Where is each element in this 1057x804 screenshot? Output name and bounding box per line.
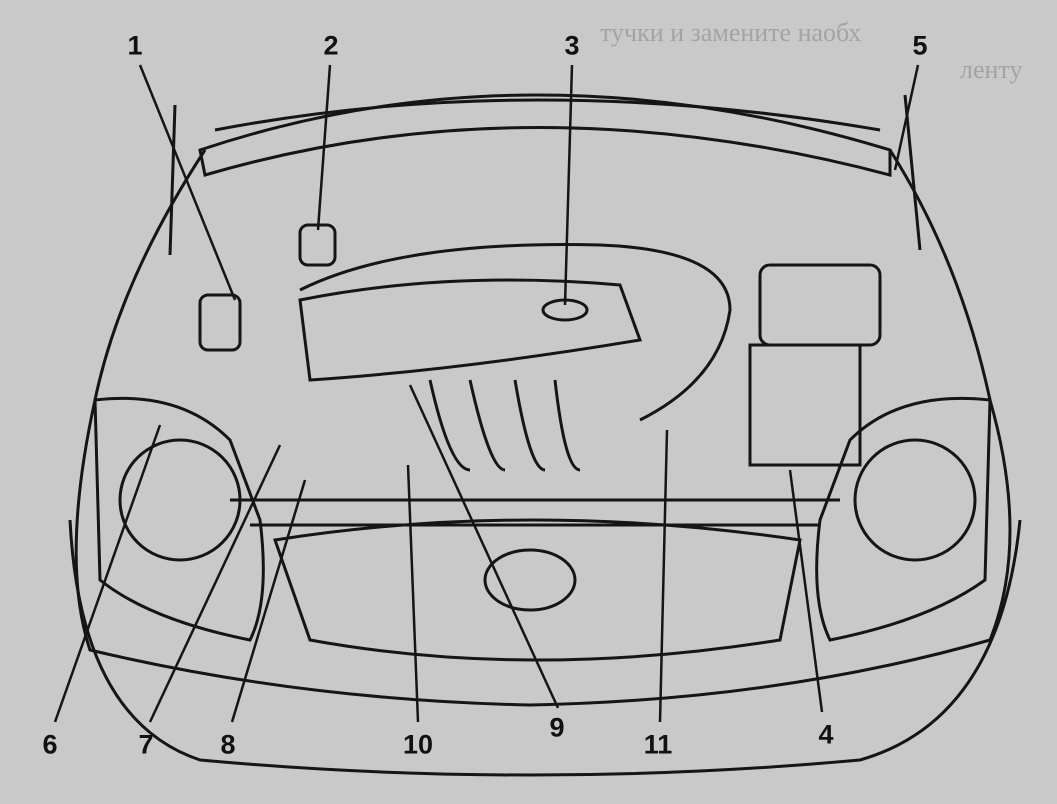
leader-10: [406, 464, 420, 723]
emblem: [483, 548, 577, 612]
air-filter: [758, 263, 882, 347]
leader-1: [138, 64, 237, 301]
headlight-right: [815, 396, 992, 642]
hood-edge: [214, 98, 881, 132]
leader-7: [148, 444, 282, 723]
callout-5: 5: [912, 30, 928, 61]
leader-11: [658, 429, 669, 723]
hood-strut-right: [903, 94, 922, 251]
callout-2: 2: [323, 30, 339, 61]
callout-6: 6: [42, 729, 58, 760]
grille: [272, 518, 802, 662]
callout-10: 10: [402, 729, 434, 760]
leader-2: [316, 64, 332, 231]
callout-3: 3: [564, 30, 580, 61]
headlight-right-lamp: [853, 438, 977, 562]
leader-4: [788, 469, 824, 713]
hose: [299, 243, 732, 422]
bleed-text: тучки и замените наобх: [600, 18, 862, 47]
leader-5: [893, 64, 920, 171]
leader-lines: [53, 64, 920, 723]
headlight-left-lamp: [118, 438, 242, 562]
callout-7: 7: [138, 729, 154, 760]
bumper: [68, 519, 1022, 777]
headlight-left: [93, 396, 265, 642]
engine-cover: [298, 278, 643, 382]
callout-8: 8: [220, 729, 236, 760]
leader-8: [230, 479, 307, 723]
callout-11: 11: [643, 729, 673, 760]
hood-outline: [198, 93, 892, 177]
radiator-support: [230, 498, 840, 527]
callout-4: 4: [818, 719, 834, 750]
washer-reservoir: [298, 223, 337, 267]
leader-9: [408, 384, 560, 709]
leader-3: [563, 64, 574, 306]
leader-6: [53, 424, 162, 723]
callout-9: 9: [549, 712, 565, 743]
bleed-text: ленту: [960, 55, 1023, 84]
body-outline: [74, 149, 1012, 707]
callout-1: 1: [127, 30, 143, 61]
intake-runners: [428, 379, 581, 472]
battery: [748, 343, 862, 467]
brake-reservoir: [198, 293, 242, 352]
hood-strut-left: [168, 104, 177, 256]
